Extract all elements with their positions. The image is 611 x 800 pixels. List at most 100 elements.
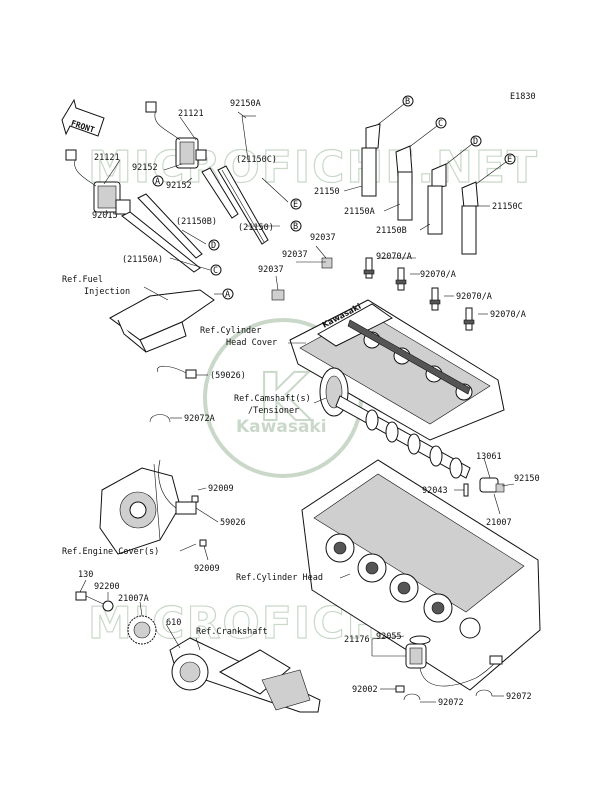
callout-circles: A B C D E E B D C A [152,95,516,300]
svg-text:A: A [225,290,230,300]
bolt-92009-b [199,539,207,547]
label-92037-c: 92037 [258,265,284,275]
label-59026-paren: (59026) [210,371,246,381]
label-92072A: 92072A [184,414,215,424]
label-21176: 21176 [344,635,370,645]
svg-text:E: E [293,200,298,210]
label-13061: 13061 [476,452,502,462]
svg-text:A: A [155,177,160,187]
plug-lead-21150B [427,143,473,235]
label-21121-top: 21121 [178,109,204,119]
label-92152-b: 92152 [166,181,192,191]
callout-A-upper: A [152,175,164,187]
oring-92055 [409,635,431,645]
svg-text:B: B [293,222,298,232]
svg-text:B: B [405,97,410,107]
label-21150A: 21150A [344,207,375,217]
label-21150-paren: (21150) [238,223,274,233]
pin-92043 [463,483,469,497]
cap-21176 [405,643,427,669]
label-92200: 92200 [94,582,120,592]
label-21150C: 21150C [492,202,523,212]
label-92152-a: 92152 [132,163,158,173]
label-610: 610 [166,618,181,628]
diagram-code: E1830 [510,92,536,102]
label-92002: 92002 [352,685,378,695]
part-labels: 21121 92150A 21121 92152 92152 (21150C) … [78,99,540,708]
label-21150B-paren: (21150B) [176,217,217,227]
crankshaft [169,637,321,713]
callout-C-lower: C [210,264,222,276]
callout-B-lower: B [290,220,302,232]
timing-rotor-21007A [127,615,157,645]
ref-cylinder-head-cover-line2: Head Cover [226,338,277,348]
ref-engine-cover: Ref.Engine Cover(s) [62,547,159,557]
svg-text:C: C [213,266,218,276]
label-92015: 92015 [92,211,118,221]
label-92070A-2: 92070/A [420,270,456,280]
label-21150A-paren: (21150A) [122,255,163,265]
ref-cylinder-head: Ref.Cylinder Head [236,573,323,583]
clamp-92072A [149,414,171,423]
ref-crankshaft: Ref.Crankshaft [196,627,268,637]
svg-text:D: D [473,137,478,147]
label-92009-b: 92009 [194,564,220,574]
label-59026: 59026 [220,518,246,528]
plug-cap-upper-2 [201,167,239,219]
ref-fuel-injection-line1: Ref.Fuel [62,275,103,285]
plug-lead-21150 [361,103,405,197]
label-21007: 21007 [486,518,512,528]
spark-plug-2 [395,267,407,291]
ref-camshaft-line2: /Tensioner [248,406,299,416]
hose-assembly [419,655,503,687]
ignition-coil-upper [145,101,207,169]
label-21150B: 21150B [376,226,407,236]
ref-cylinder-head-cover-line1: Ref.Cylinder [200,326,261,336]
callout-A-lower: A [222,288,234,300]
callout-C-upper: C [435,117,447,129]
sensor-59026-paren [157,365,197,379]
front-arrow-icon: FRONT [61,98,105,137]
label-92055: 92055 [376,632,402,642]
label-92037-a: 92037 [310,233,336,243]
fuel-injection-bracket [109,286,223,353]
label-21150C-paren: (21150C) [236,155,277,165]
tensioner-13061 [479,477,505,493]
label-21007A: 21007A [118,594,149,604]
plug-cap-upper-1 [217,165,269,245]
callout-D-lower: D [208,239,220,251]
label-21121-left: 21121 [94,153,120,163]
pickup-coil-cover [99,467,181,555]
label-92150: 92150 [514,474,540,484]
ref-fuel-injection-line2: Injection [84,287,130,297]
plug-cap-lower-1 [137,193,203,259]
label-92037-b: 92037 [282,250,308,260]
label-130: 130 [78,570,93,580]
svg-text:C: C [438,119,443,129]
label-92150A: 92150A [230,99,261,109]
watermark-brand: Kawasaki [236,417,327,437]
label-92043: 92043 [422,486,448,496]
callout-E-lower: E [290,198,302,210]
spark-plug-4 [463,307,475,331]
camshaft [319,367,471,479]
svg-text:E: E [507,155,512,165]
watermark-logo-letter: K [258,359,312,436]
label-21150: 21150 [314,187,340,197]
crank-sensor-59026 [158,459,197,515]
callout-B-upper: B [402,95,414,107]
label-92070A-3: 92070/A [456,292,492,302]
label-92009-a: 92009 [208,484,234,494]
clamp-92072-b [475,689,493,697]
grommet-92037-b [271,289,285,301]
reference-labels: Ref.Fuel Injection Ref.Cylinder Head Cov… [62,275,323,637]
grommet-92037-a [321,257,333,269]
washer-92200 [102,600,114,612]
label-92072-b: 92072 [506,692,532,702]
callout-D-upper: D [470,135,482,147]
label-92072-a: 92072 [438,698,464,708]
clamp-92072-a [403,693,421,701]
plug-cap-lower-2 [121,211,201,273]
